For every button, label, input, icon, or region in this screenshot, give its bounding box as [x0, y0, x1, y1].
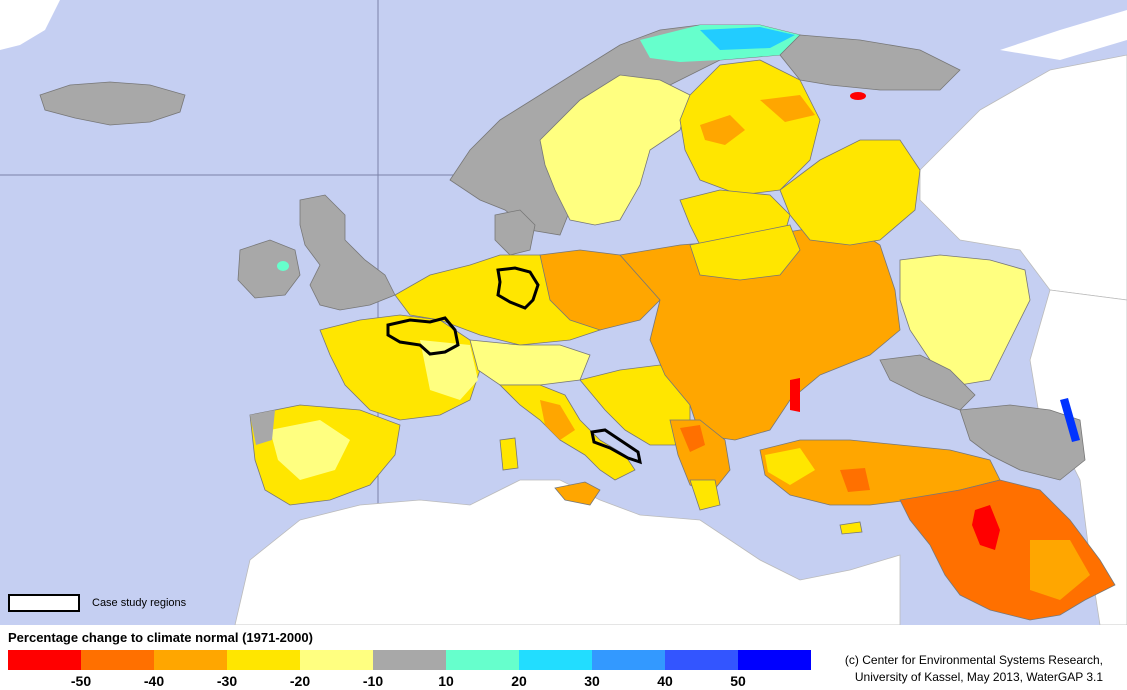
- legend-swatch: [592, 650, 665, 670]
- greece-south: [689, 479, 721, 511]
- legend-swatch: [227, 650, 300, 670]
- credit-line-2: University of Kassel, May 2013, WaterGAP…: [854, 670, 1103, 684]
- cyprus: [839, 521, 863, 535]
- mesopotamia-red: [972, 505, 1000, 550]
- denmark: [494, 209, 536, 256]
- mesopotamia-orange: [1030, 540, 1090, 600]
- legend-swatch: [300, 650, 373, 670]
- legend-tick-label: 50: [730, 673, 746, 689]
- turkey-yellow: [765, 448, 815, 485]
- belarus: [689, 224, 801, 281]
- sicily: [554, 481, 601, 506]
- legend-tick-label: 40: [657, 673, 673, 689]
- legend-tick-label: 30: [584, 673, 600, 689]
- legend-tick-label: -50: [70, 673, 92, 689]
- legend-swatch: [154, 650, 227, 670]
- legend-swatch: [665, 650, 738, 670]
- finland-orange-2: [760, 95, 815, 122]
- legend-tick-label: 10: [438, 673, 454, 689]
- legend-swatch: [738, 650, 811, 670]
- finland: [679, 59, 821, 196]
- legend-swatch: [519, 650, 592, 670]
- caspian-blue-coast: [1060, 398, 1080, 442]
- turkey-red-spot: [840, 468, 870, 492]
- iceland: [39, 81, 186, 126]
- case-study-swatch: [8, 594, 80, 612]
- case-study-label: Case study regions: [92, 597, 187, 609]
- legend-tick-label: 20: [511, 673, 527, 689]
- caucasus-gray: [959, 404, 1086, 481]
- case-study-region-italy: [590, 428, 642, 465]
- russia-pale-region: [899, 254, 1031, 386]
- ireland: [237, 239, 301, 299]
- europe-map: [0, 0, 1127, 625]
- legend-tick-label: -40: [143, 673, 165, 689]
- legend-swatch: [8, 650, 81, 670]
- poland-czech: [539, 249, 661, 331]
- case-study-region-weser: [496, 266, 540, 310]
- finland-orange: [700, 115, 745, 145]
- credit-text: (c) Center for Environmental Systems Res…: [845, 652, 1103, 686]
- france-pale: [420, 340, 478, 400]
- russia-west-yellow: [779, 139, 921, 246]
- black-sea-red-coast: [790, 378, 800, 412]
- great-britain: [299, 194, 396, 311]
- legend-tick-label: -10: [362, 673, 384, 689]
- portugal-gray: [250, 410, 275, 445]
- sardinia: [499, 437, 519, 471]
- north-africa-land: [234, 479, 901, 625]
- greece-red: [680, 425, 705, 452]
- crimea-gray: [879, 354, 976, 411]
- kola-gray: [779, 34, 961, 91]
- case-study-region-seine: [386, 316, 460, 356]
- legend-title: Percentage change to climate normal (197…: [8, 630, 313, 645]
- novaya-zemlya: [1000, 10, 1127, 60]
- norway-coast-blue: [700, 27, 795, 50]
- legend-ticks: -50 -40 -30 -20 -10 10 20 30 40 50: [8, 673, 811, 689]
- france: [319, 314, 481, 421]
- legend-tick-label: -30: [216, 673, 238, 689]
- greenland-corner: [0, 0, 60, 50]
- ukraine-romania: [619, 224, 901, 441]
- credit-line-1: (c) Center for Environmental Systems Res…: [844, 653, 1103, 667]
- legend-swatch: [446, 650, 519, 670]
- italy-orange: [540, 400, 575, 440]
- iberia-pale: [270, 420, 350, 480]
- legend-color-bar: [8, 650, 811, 670]
- legend-tick-label: -20: [289, 673, 311, 689]
- sweden: [539, 74, 691, 226]
- legend-swatch: [373, 650, 446, 670]
- legend-swatch: [81, 650, 154, 670]
- ireland-cyan-spot: [277, 261, 289, 271]
- kola-red-spot: [850, 92, 866, 100]
